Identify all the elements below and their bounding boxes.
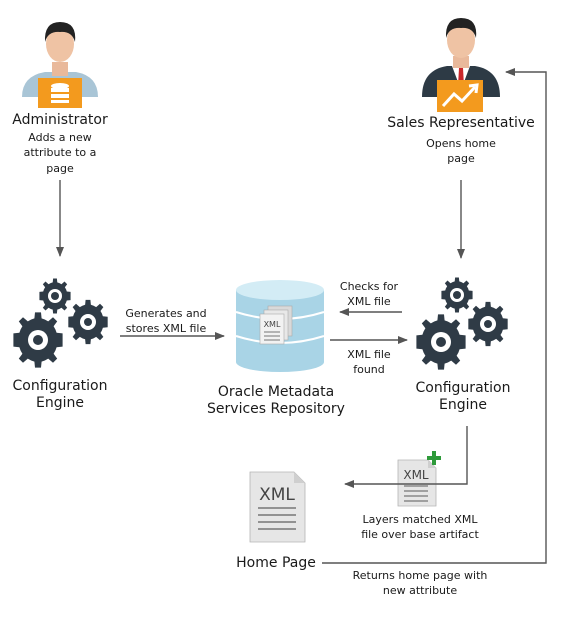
edge-label-line: file over base artifact — [361, 528, 479, 542]
engine-label-line: Configuration — [12, 378, 108, 394]
engine-label-line: Engine — [439, 396, 487, 413]
returns-label: Returns home page with new attribute — [330, 568, 510, 599]
engine-right-label: Configuration Engine — [398, 380, 528, 414]
sales-description: Opens home page — [396, 136, 526, 167]
layers-label: Layers matched XML file over base artifa… — [340, 512, 500, 543]
plus-icon — [427, 451, 441, 465]
xml-document-icon — [249, 471, 306, 543]
edge-label-line: new attribute — [382, 584, 458, 598]
xml-document-icon — [397, 459, 437, 507]
gears-icon — [416, 277, 508, 370]
home-doc-label: XML — [259, 485, 295, 505]
edge-label-line: found — [353, 363, 385, 377]
engine-left-label: Configuration Engine — [0, 378, 120, 412]
admin-desc-line: page — [46, 161, 74, 175]
edge-label-line: Generates and — [125, 307, 207, 320]
returns-arrow — [322, 68, 547, 564]
generates-label: Generates and stores XML file — [116, 306, 216, 337]
checks-label: Checks for XML file — [328, 279, 410, 310]
edge-label-line: XML file — [347, 295, 391, 309]
layers-arrow — [344, 426, 468, 488]
admin-title: Administrator — [12, 112, 108, 128]
edge-label-line: Layers matched XML — [362, 513, 478, 526]
database-badge-icon — [38, 78, 82, 108]
admin-desc-line: attribute to a — [23, 146, 97, 160]
database-icon — [235, 280, 325, 372]
engine-label-line: Configuration — [415, 380, 511, 396]
edge-label-line: stores XML file — [125, 322, 207, 336]
small-doc-label: XML — [403, 468, 429, 482]
sales-person-icon — [422, 18, 500, 112]
gears-icon — [13, 278, 108, 368]
home-page-label: Home Page — [236, 555, 316, 571]
sales-desc-line: page — [447, 152, 475, 166]
edge-label-line: Checks for — [339, 280, 399, 293]
edge-label-line: Returns home page with — [352, 569, 488, 582]
admin-description: Adds a new attribute to a page — [0, 130, 120, 176]
sales-desc-line: Opens home — [426, 137, 496, 150]
engine-label-line: Engine — [36, 394, 84, 411]
admin-person-icon — [22, 22, 98, 108]
found-label: XML file found — [328, 347, 410, 378]
chart-badge-icon — [437, 80, 483, 112]
edge-label-line: XML file — [347, 348, 391, 361]
repository-label: Oracle Metadata Services Repository — [186, 384, 366, 418]
repository-label-line: Services Repository — [207, 400, 345, 417]
xml-document-icon — [259, 305, 293, 345]
repository-label-line: Oracle Metadata — [217, 384, 335, 400]
repository-doc-label: XML — [264, 320, 281, 329]
sales-title: Sales Representative — [387, 115, 535, 131]
connector-arrows — [56, 68, 547, 564]
admin-desc-line: Adds a new — [28, 131, 92, 144]
